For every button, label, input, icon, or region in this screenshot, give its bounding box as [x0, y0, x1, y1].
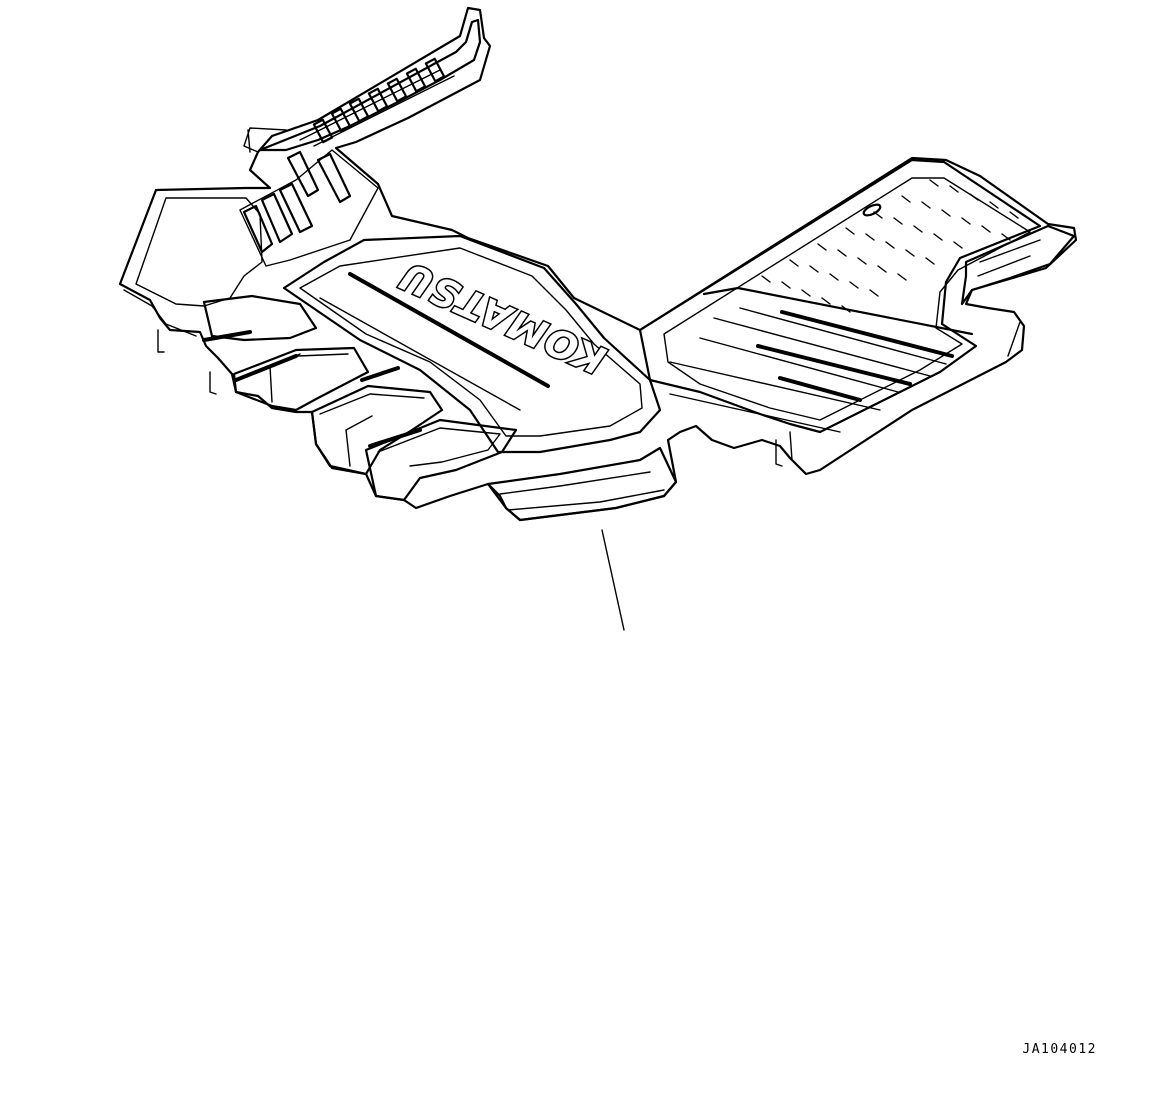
leader-line	[601, 529, 625, 631]
center-tunnel	[282, 234, 662, 454]
tunnel-inner-rim	[299, 247, 643, 437]
front-lip-inner	[499, 471, 665, 511]
drawing-id-label: JA104012	[1022, 1042, 1097, 1057]
left-panel-edge	[123, 289, 197, 337]
pedal-area-inner	[663, 177, 1031, 421]
duct-box-4-inner	[377, 427, 501, 467]
right-pedal-area	[638, 158, 1042, 434]
left-panel-rim	[135, 197, 263, 307]
duct-box-3-inner	[319, 393, 425, 467]
front-lip	[486, 446, 678, 522]
pedal-plate-edge	[702, 286, 974, 336]
tunnel-groove-1	[348, 272, 550, 388]
duct-box-2-inner	[243, 353, 349, 403]
duct-rib-4	[368, 428, 422, 448]
pedal-grooves	[669, 307, 954, 433]
right-flap	[960, 224, 1076, 306]
rear-rail-inner	[243, 69, 455, 153]
left-grille-slots	[239, 149, 379, 267]
left-leg-hooks	[157, 129, 251, 395]
duct-rib-1	[202, 330, 252, 342]
right-flap-inner	[977, 239, 1041, 357]
duct-rib-3	[360, 366, 400, 382]
dimple-pattern	[761, 179, 1019, 313]
mat-outer-outline	[118, 6, 1078, 522]
duct-box-4	[364, 418, 518, 502]
duct-box-1	[202, 294, 318, 342]
duct-rib-2	[234, 354, 298, 382]
duct-box-2	[232, 346, 370, 412]
right-leg-hooks	[775, 431, 793, 467]
rear-rail	[258, 18, 482, 152]
rear-rail-slots	[312, 57, 446, 144]
tunnel-groove-2	[319, 297, 521, 411]
duct-box-3	[310, 384, 444, 476]
